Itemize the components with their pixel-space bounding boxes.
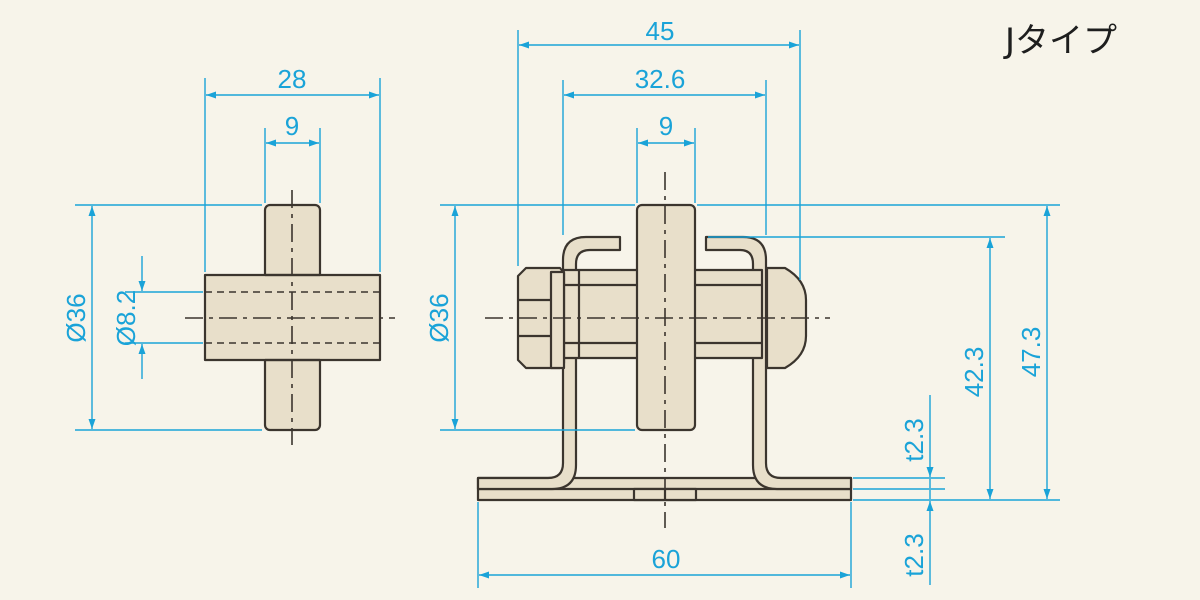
dim-d36-left: Ø36	[61, 293, 91, 342]
dim-t23-top: t2.3	[899, 418, 929, 461]
left-view: 28 9 Ø36 Ø8.2	[61, 64, 395, 445]
bracket-right	[704, 235, 853, 491]
dim-60: 60	[652, 544, 681, 574]
dim-45: 45	[646, 16, 675, 46]
dim-47-3: 47.3	[1016, 327, 1046, 378]
dim-28: 28	[278, 64, 307, 94]
dim-32-6: 32.6	[635, 64, 686, 94]
dim-d36-right: Ø36	[424, 293, 454, 342]
dim-9-left: 9	[285, 111, 299, 141]
dim-d82: Ø8.2	[111, 290, 141, 346]
dim-t23-bottom: t2.3	[899, 533, 929, 576]
dim-42-3: 42.3	[959, 347, 989, 398]
diagram-title: Jタイプ	[1003, 21, 1117, 61]
bracket-left	[476, 235, 622, 491]
bolt-head	[765, 266, 808, 370]
dim-9-right: 9	[659, 111, 673, 141]
right-view: 45 32.6 9 Ø36 60 42.3 47.3	[424, 16, 1060, 588]
washer	[549, 270, 566, 370]
